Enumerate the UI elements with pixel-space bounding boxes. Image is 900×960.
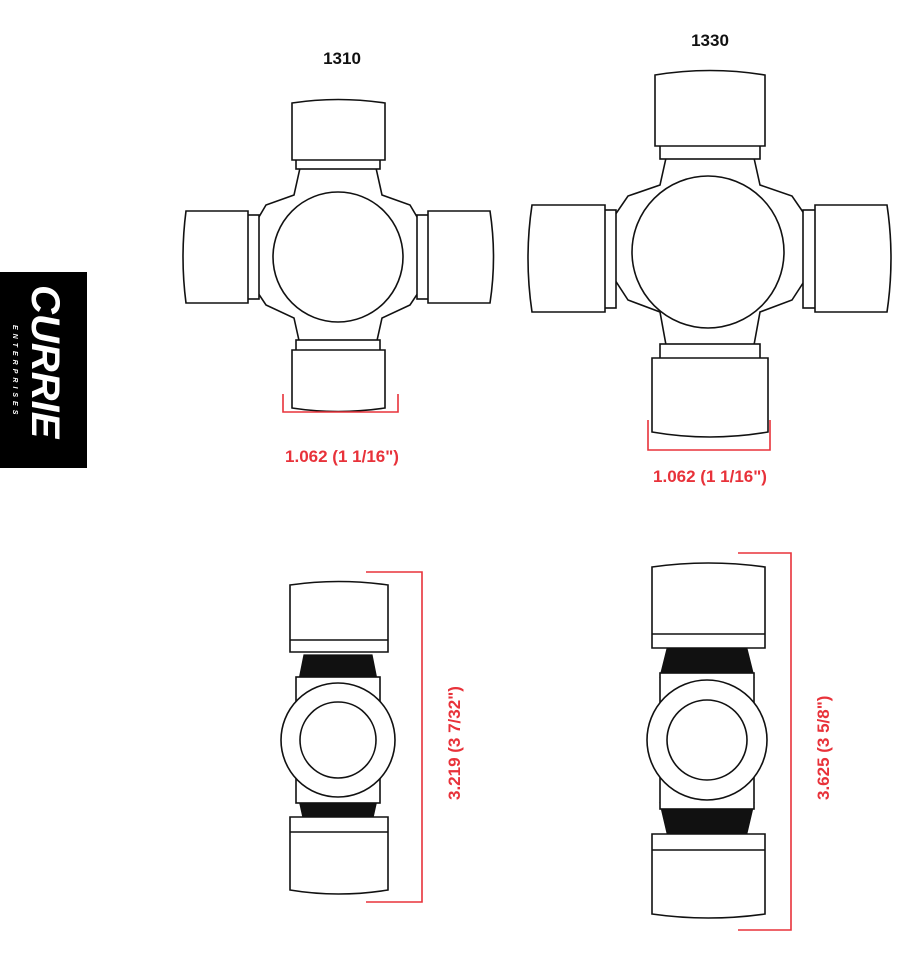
u-joint-1330-top-view: 1330 1.062 (1 1/16") [527,31,892,486]
length-dimension-1310: 3.219 (3 7/32") [445,686,464,800]
currie-logo: CURRIE ENTERPRISES [0,272,87,468]
model-label-1310: 1310 [323,49,361,68]
cap-dimension-1310: 1.062 (1 1/16") [285,447,399,466]
logo-subtitle: ENTERPRISES [11,325,18,418]
cap-dimension-1330: 1.062 (1 1/16") [653,467,767,486]
u-joint-1310-top-view: 1310 1.062 (1 1/16") [182,49,495,466]
length-dimension-1330: 3.625 (3 5/8") [814,696,833,800]
model-label-1330: 1330 [691,31,729,50]
logo-brand: CURRIE [23,285,67,440]
u-joint-1330-side-view: 3.625 (3 5/8") [646,552,833,931]
u-joint-1310-side-view: 3.219 (3 7/32") [280,571,464,903]
